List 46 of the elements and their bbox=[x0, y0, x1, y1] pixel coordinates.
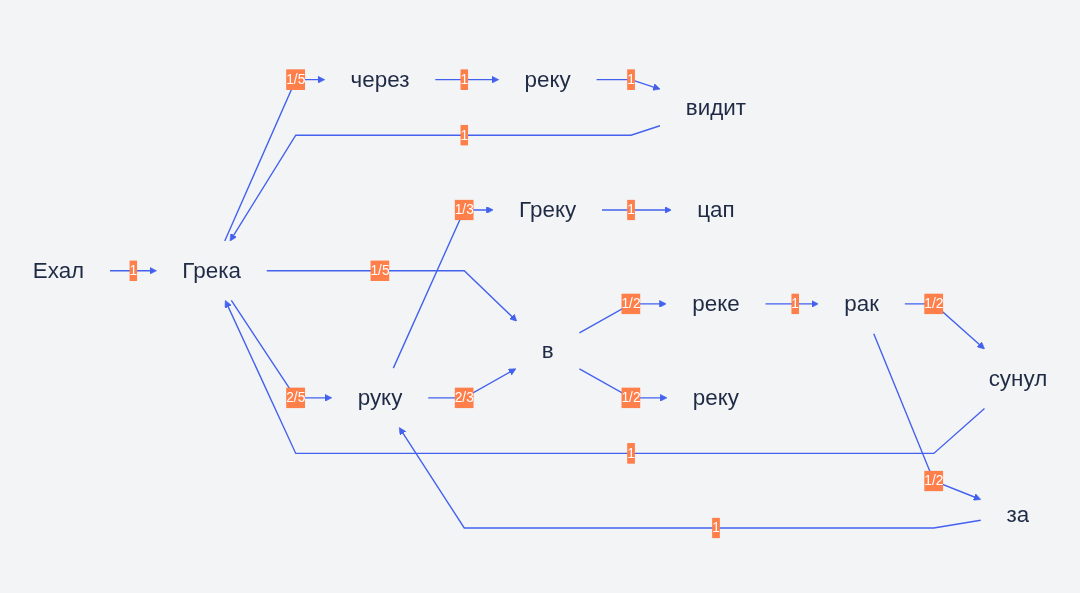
node-text: Ехал bbox=[32, 256, 85, 283]
arrow bbox=[601, 205, 672, 214]
edge-label: 1/2 bbox=[924, 472, 944, 488]
arrow bbox=[904, 302, 985, 349]
arrow bbox=[229, 124, 661, 241]
edge-label: 1/2 bbox=[621, 295, 641, 311]
arrow bbox=[595, 78, 661, 91]
node-text: реку bbox=[692, 384, 740, 410]
edge-label: 1 bbox=[712, 519, 720, 535]
edge-label: 1/2 bbox=[621, 389, 641, 405]
arrow bbox=[109, 266, 157, 275]
node-text: Грека bbox=[182, 256, 241, 283]
arrow bbox=[392, 205, 494, 369]
edge-label: 1 bbox=[460, 71, 469, 87]
node-text: руку bbox=[357, 384, 403, 410]
node-text: цап bbox=[697, 196, 735, 223]
arrow bbox=[398, 426, 982, 529]
edge-label: 1 bbox=[791, 295, 800, 311]
node-text: Греку bbox=[519, 196, 577, 223]
edge-label: 1 bbox=[460, 127, 469, 142]
edge-label: 2/5 bbox=[286, 389, 306, 405]
arrow bbox=[873, 332, 982, 501]
arrow bbox=[764, 299, 819, 308]
node-text: через bbox=[350, 65, 410, 92]
edge-label: 1/5 bbox=[370, 262, 390, 278]
edge-label: 1 bbox=[627, 445, 635, 460]
node-text: в bbox=[541, 337, 554, 363]
node-text: видит bbox=[685, 93, 747, 120]
edge-label: 1 bbox=[627, 71, 635, 87]
node-text: сунул bbox=[988, 364, 1048, 391]
edge-label: 1/3 bbox=[454, 201, 474, 217]
arrow bbox=[224, 75, 326, 242]
arrow bbox=[266, 269, 518, 322]
node-text: реку bbox=[524, 65, 571, 92]
arrow bbox=[578, 299, 667, 334]
edge-label: 1 bbox=[129, 262, 138, 278]
edge-label: 2/3 bbox=[454, 389, 474, 405]
node-text: рак bbox=[844, 290, 879, 316]
edge-label: 1/2 bbox=[924, 295, 944, 311]
arrow bbox=[434, 75, 500, 83]
arrow bbox=[230, 299, 333, 402]
node-text: за bbox=[1006, 500, 1030, 527]
edge-label: 1/5 bbox=[286, 71, 306, 87]
node-text: реке bbox=[692, 290, 740, 316]
edge-label: 1 bbox=[627, 201, 635, 217]
arrow bbox=[224, 299, 986, 454]
